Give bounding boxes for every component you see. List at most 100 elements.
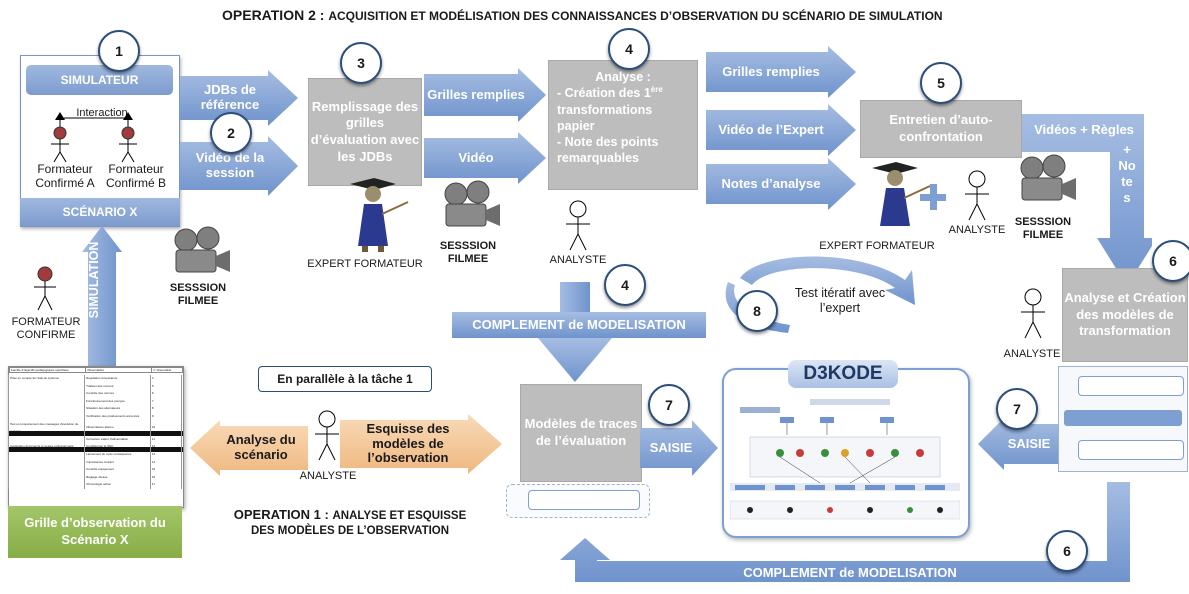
entry-2-arrow-shape <box>978 418 1058 470</box>
jdb-arrow-shape <box>180 70 298 126</box>
bottom-complement-arrow <box>560 482 1130 582</box>
d3kode-title: D3KODE <box>788 360 898 388</box>
session-video-arrow-shape <box>180 136 298 196</box>
filled-grids-2-label: Grilles remplies <box>722 63 820 79</box>
table-cell: 7 <box>149 397 183 406</box>
table-cell <box>7 450 86 459</box>
session-video-label: Vidéo de la session <box>195 150 265 180</box>
table-row: Test et comportement des messages d'évol… <box>7 420 183 436</box>
table-cell: 9 <box>149 412 183 421</box>
table-cell: Test et comportement des messages d'évol… <box>7 420 86 436</box>
step-4-badge-bottom: 4 <box>604 264 646 306</box>
analysis-item-1-text: - Création des 1 <box>557 86 651 101</box>
entry-1-arrow: SAISIE <box>640 420 702 476</box>
operation-1-line2: DES MODÈLES DE L’OBSERVATION <box>250 524 450 537</box>
confirmed-trainer-icon <box>34 266 56 311</box>
scenario-footer: SCÉNARIO X <box>20 198 180 226</box>
model-sketch-arrow-shape <box>340 414 502 474</box>
filmed-session-caption-2: SESSSION FILMEE <box>439 240 497 266</box>
analyst-caption-2: ANALYSTE <box>948 224 1006 236</box>
trainer-figures-icon <box>51 112 137 163</box>
model-sketch-arrow: Esquisse des modèles de l’observation <box>340 414 476 474</box>
right-form-field-1 <box>1078 376 1184 396</box>
table-cell <box>7 458 86 467</box>
expert-video-arrow-shape <box>706 104 856 156</box>
step-6-badge-bottom: 6 <box>1046 530 1088 572</box>
session-video-arrow: Vidéo de la session <box>180 136 280 196</box>
iterative-test-arrow <box>740 256 915 305</box>
filled-grids-1-label: Grilles remplies <box>427 86 525 102</box>
modeling-complement-2-label: COMPLEMENT de MODELISATION <box>743 565 957 580</box>
filled-grids-1-arrow: Grilles remplies <box>424 68 528 122</box>
fill-grids-box: Remplissage des grilles d’évaluation ave… <box>308 78 422 186</box>
table-cell <box>7 390 86 398</box>
trace-models-box: Modèles de traces de l’évaluation <box>520 384 642 482</box>
operation-1-title: OPERATION 1 : ANALYSE ET ESQUISSE DES MO… <box>205 507 495 539</box>
parallel-task-label: En parallèle à la tâche 1 <box>258 366 432 392</box>
table-cell: 8 <box>149 405 183 413</box>
analyst-caption-3: ANALYSTE <box>1003 348 1061 360</box>
analyst-icon <box>1021 288 1045 339</box>
plus-icon <box>920 184 946 210</box>
table-cell: Situation des alternateurs <box>84 405 151 413</box>
table-cell <box>7 382 86 391</box>
step-7-badge-left: 7 <box>648 384 690 426</box>
observation-table: Famille d'objectifs pédagogiques spécifi… <box>9 367 183 374</box>
expert-video-arrow: Vidéo de l’Expert <box>706 104 836 156</box>
filled-grids-2-arrow: Grilles remplies <box>706 46 836 98</box>
confirmed-trainer-caption: FORMATEUR CONFIRME <box>11 316 81 342</box>
trainer-a-label: Formateur Confirmé A <box>35 162 95 191</box>
table-cell: Lancement du cycle conséquence <box>84 450 151 459</box>
table-header: Famille d'objectifs pédagogiques spécifi… <box>9 367 87 374</box>
analyst-caption-4: ANALYSTE <box>299 470 357 482</box>
analyst-caption-1: ANALYSTE <box>549 254 607 266</box>
operation-1-line1: ANALYSE ET ESQUISSE <box>332 510 467 522</box>
model-sketch-label: Esquisse des modèles de l’observation <box>366 420 450 466</box>
table-cell: Chronologie action <box>84 481 151 489</box>
operation-2-title: OPERATION 2 : ACQUISITION ET MODÉLISATIO… <box>222 7 943 23</box>
notes-vertical-label: + Notes <box>1118 142 1136 205</box>
trainer-b-label: Formateur Confirmé B <box>105 162 167 191</box>
analyst-icon <box>566 200 590 251</box>
step-5-badge: 5 <box>920 62 962 104</box>
table-cell: Correction valeur d'alimentation <box>84 435 151 444</box>
transformation-models-box: Analyse et Création des modèles de trans… <box>1062 268 1188 362</box>
table-cell: Impuissance courant <box>84 458 151 467</box>
table-cell: Fonctionnement des pompes <box>84 397 151 406</box>
operation-1-label: OPERATION 1 : <box>233 507 329 522</box>
simulator-header: SIMULATEUR <box>26 65 173 95</box>
entry-1-label: SAISIE <box>649 439 693 455</box>
table-cell: Application documents et gestes professi… <box>7 443 86 451</box>
expert-trainer-icon <box>350 178 409 252</box>
step-1-badge: 1 <box>98 30 140 72</box>
analysis-item-2: - Note des points remarquables <box>557 135 659 166</box>
table-cell <box>7 412 86 421</box>
self-confrontation-box: Entretien d’auto-confrontation <box>860 100 1022 158</box>
table-cell <box>7 473 86 482</box>
table-cell: 10 <box>149 420 183 436</box>
step-3-badge: 3 <box>340 42 382 84</box>
trace-form-field <box>528 490 640 510</box>
step-7-badge-right: 7 <box>996 388 1038 430</box>
step-8-badge: 8 <box>736 290 778 332</box>
entry-2-arrow: SAISIE <box>1000 418 1058 470</box>
table-cell: 17 <box>149 481 183 489</box>
filled-grids-2-arrow-shape <box>706 46 856 98</box>
operation-2-label: OPERATION 2 : <box>222 7 325 23</box>
right-form-bar <box>1064 410 1182 426</box>
expert-trainer-caption-1: EXPERT FORMATEUR <box>307 258 423 270</box>
table-cell <box>7 481 86 489</box>
table-cell: Observations alarme <box>84 420 151 436</box>
scenario-analysis-arrow-shape <box>190 420 308 476</box>
scenario-analysis-arrow: Analyse du scénario <box>214 420 308 476</box>
analysis-item-1: - Création des 1ère transformations papi… <box>557 85 689 134</box>
